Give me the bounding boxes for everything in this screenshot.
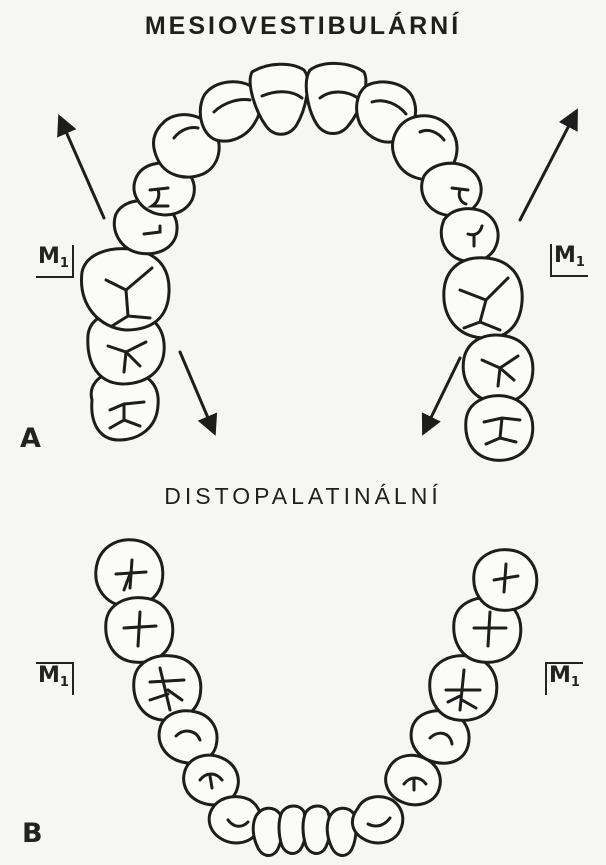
lower-tooth xyxy=(352,797,402,843)
label-m1-lower-left: M1 xyxy=(545,662,583,695)
label-m1-lower-right: M1 xyxy=(36,662,74,695)
upper-tooth xyxy=(466,396,533,461)
arrow-distal-left xyxy=(424,358,460,432)
lower-tooth xyxy=(327,808,356,855)
upper-arch xyxy=(82,63,533,460)
arrow-mesial-right xyxy=(60,118,104,218)
label-m1-upper-left: M1 xyxy=(550,244,588,277)
upper-tooth xyxy=(463,335,533,403)
title-mesiovestibular: MESIOVESTIBULÁRNÍ xyxy=(0,12,606,41)
upper-tooth xyxy=(250,64,308,134)
label-m1-upper-right: M1 xyxy=(36,245,74,278)
title-distopalatinal: DISTOPALATINÁLNÍ xyxy=(0,483,606,510)
arrow-mesial-left xyxy=(520,112,576,220)
arrow-distal-right xyxy=(180,352,214,432)
lower-arch xyxy=(96,540,537,856)
panel-label-a: A xyxy=(20,423,41,454)
panel-label-b: B xyxy=(22,818,43,849)
